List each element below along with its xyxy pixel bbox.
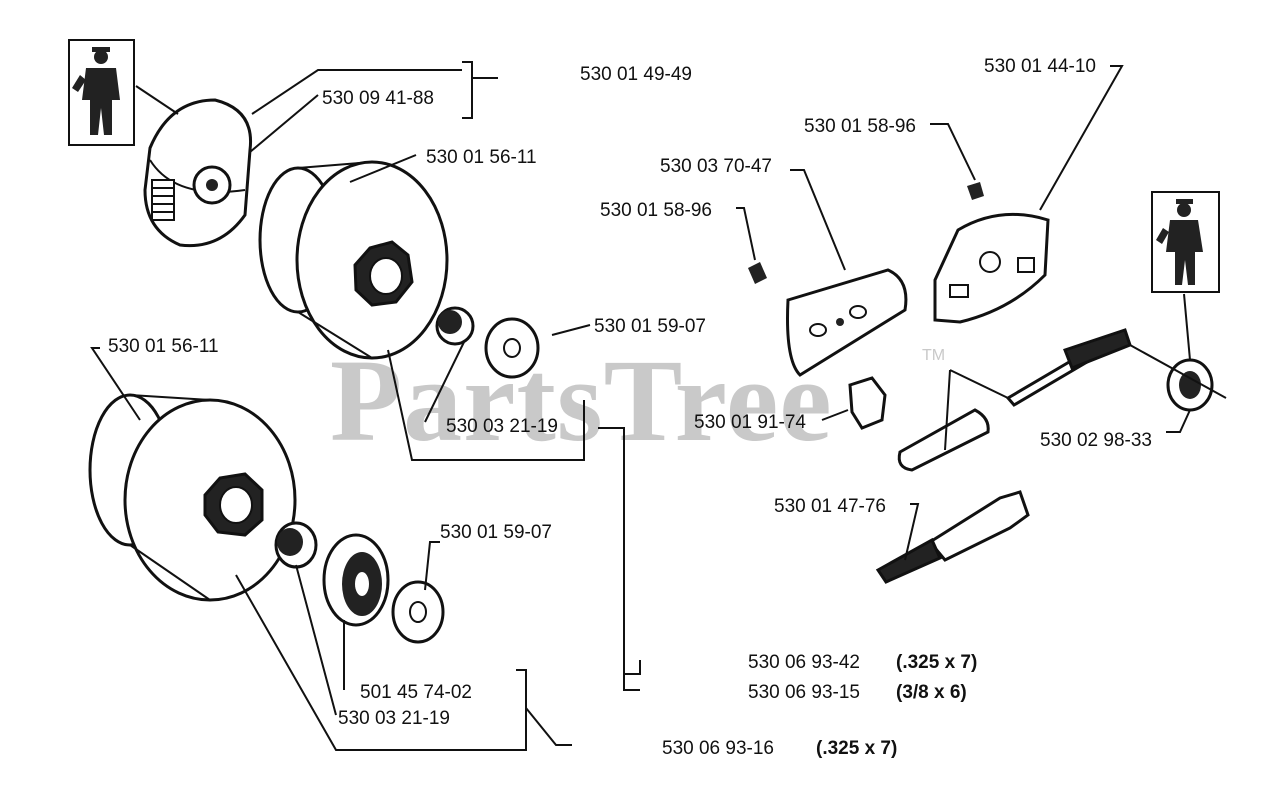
part-label: 530 06 93-15	[748, 682, 860, 703]
part-label: 530 01 91-74	[694, 412, 806, 433]
mechanic-icon-left	[68, 39, 135, 146]
part-label: 530 03 21-19	[338, 708, 450, 729]
clutch-drum-upper	[258, 160, 449, 360]
watermark: PartsTree	[330, 335, 833, 466]
tensioner-screw	[1005, 328, 1132, 407]
part-label: 501 45 74-02	[360, 682, 472, 703]
mechanic-icon-right	[1151, 191, 1220, 293]
chain-adjuster	[875, 490, 1030, 584]
trademark: TM	[922, 347, 945, 364]
washer-upper	[484, 317, 540, 379]
clutch-assembly	[143, 98, 253, 248]
part-label: 530 01 58-96	[804, 116, 916, 137]
part-label: 530 02 98-33	[1040, 430, 1152, 451]
tensioner-pin	[897, 408, 990, 472]
part-label: 530 01 58-96	[600, 200, 712, 221]
part-label: 530 01 47-76	[774, 496, 886, 517]
part-spec: (.325 x 7)	[896, 652, 977, 673]
washer-lower	[391, 580, 445, 644]
needle-bearing-lower	[274, 521, 318, 569]
part-label: 530 01 59-07	[440, 522, 552, 543]
rim-sprocket	[322, 533, 390, 627]
part-label: 530 01 49-49	[580, 64, 692, 85]
screw-upper	[967, 182, 984, 200]
needle-bearing-upper	[435, 306, 475, 346]
clutch-drum-lower	[88, 393, 297, 602]
screw-left	[748, 262, 767, 284]
clip	[848, 376, 887, 430]
part-label: 530 06 93-42	[748, 652, 860, 673]
part-label: 530 01 59-07	[594, 316, 706, 337]
part-label: 530 06 93-16	[662, 738, 774, 759]
chain-guide-plate	[786, 268, 908, 377]
part-label: 530 03 21-19	[446, 416, 558, 437]
part-label: 530 03 70-47	[660, 156, 772, 177]
part-label: 530 01 44-10	[984, 56, 1096, 77]
part-label: 530 01 56-11	[426, 147, 537, 168]
part-label: 530 09 41-88	[322, 88, 434, 109]
part-spec: (3/8 x 6)	[896, 682, 967, 703]
part-spec: (.325 x 7)	[816, 738, 897, 759]
part-label: 530 01 56-11	[108, 336, 219, 357]
sprocket-cover	[933, 212, 1050, 324]
leader-lines	[90, 61, 1227, 751]
spur-sprocket	[1166, 358, 1214, 412]
